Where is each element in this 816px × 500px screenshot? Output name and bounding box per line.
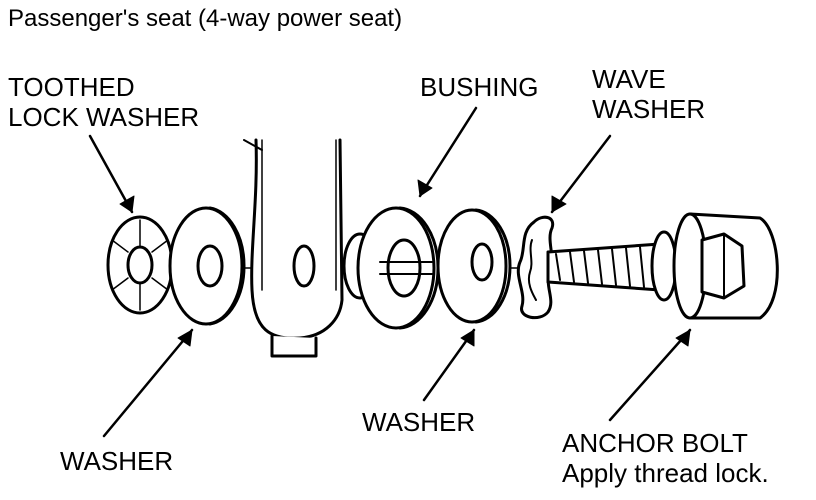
bushing-part xyxy=(342,206,440,330)
toothed-lock-washer-part xyxy=(106,215,174,315)
leader-lines xyxy=(88,106,692,438)
anchor-bolt-label: ANCHOR BOLT Apply thread lock. xyxy=(562,428,769,488)
anchor-bolt-part xyxy=(546,212,779,320)
diagram-title: Passenger's seat (4-way power seat) xyxy=(8,5,403,32)
washer-mid-label: WASHER xyxy=(362,407,476,437)
anchor-bolt-leader xyxy=(608,328,692,422)
washer-left-label: WASHER xyxy=(60,446,174,476)
washer-left-leader xyxy=(102,328,194,438)
wave-washer-part xyxy=(516,215,555,320)
seat-bracket-part xyxy=(243,138,344,358)
wave-washer-leader xyxy=(550,134,612,214)
wave-washer-label: WAVE WASHER xyxy=(592,64,706,124)
washer-mid-leader xyxy=(422,328,476,402)
bushing-leader xyxy=(418,106,478,198)
washer-mid-part xyxy=(436,208,512,324)
toothed-lock-washer-label: TOOTHED LOCK WASHER xyxy=(8,72,200,132)
toothed-lock-washer-leader xyxy=(88,134,134,214)
bushing-label: BUSHING xyxy=(420,72,539,102)
washer-left-part xyxy=(168,206,246,326)
